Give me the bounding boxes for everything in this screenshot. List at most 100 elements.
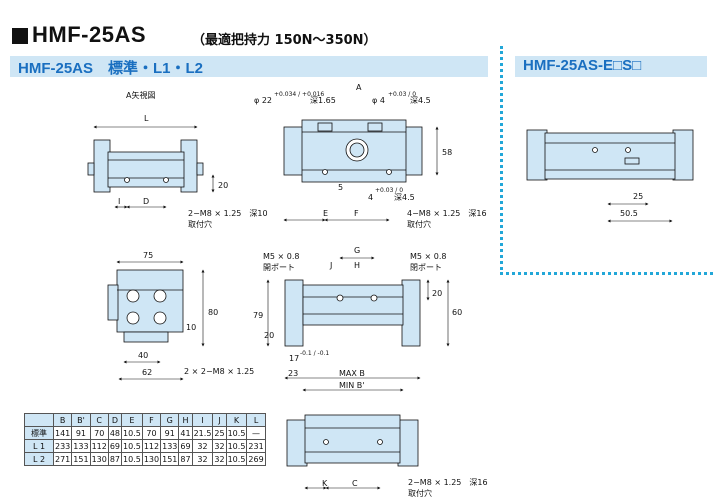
table-header-cell: C (89, 413, 109, 427)
page-title: HMF-25AS (32, 22, 147, 47)
dim-k: K (322, 479, 328, 488)
table-header-cell: F (141, 413, 162, 427)
table-header-cell: B' (71, 413, 91, 427)
dim-4-depth: 深4.5 (394, 193, 415, 202)
table-header-cell: J (212, 413, 227, 427)
table-cell: 10.5 (121, 452, 143, 466)
section-label-standard: HMF-25AS 標準・L1・L2 (18, 60, 204, 77)
dim-25: 25 (633, 192, 643, 201)
dim-a: A (356, 83, 362, 92)
dim-4: 4 (368, 193, 373, 202)
table-cell: 269 (246, 452, 266, 466)
table-cell: 91 (160, 426, 180, 440)
table-row-label: 標準 (24, 426, 54, 440)
table-cell: 32 (212, 452, 227, 466)
table-cell: 233 (52, 439, 73, 453)
table-cell: 112 (89, 439, 109, 453)
dim-23: 23 (288, 369, 298, 378)
dim-20b: 20 (432, 289, 442, 298)
dim-e: E (323, 209, 328, 218)
mount-hole-bottom: 取付穴 (408, 488, 432, 498)
phi22: φ 22 (254, 96, 272, 105)
dim-g: G (354, 246, 360, 255)
table-cell: 91 (71, 426, 91, 440)
m8-depth16a: 4−M8 × 1.25 深16 (407, 209, 487, 218)
dim-58: 58 (442, 148, 452, 157)
view-a-label: A矢視図 (126, 90, 155, 100)
section-band-standard: HMF-25AS 標準・L1・L2 (10, 56, 488, 77)
dim-d: D (143, 197, 149, 206)
table-cell: 271 (52, 452, 73, 466)
m5-left: M5 × 0.8 (263, 252, 300, 261)
dim-10: 10 (186, 323, 196, 332)
dim-c: C (352, 479, 358, 488)
table-header-cell: I (191, 413, 214, 427)
max-b: MAX B (339, 369, 365, 378)
table-row: L 2 271 151 130 87 10.5 130 151 87 32 32… (24, 452, 266, 466)
table-cell: 70 (89, 426, 109, 440)
dimension-table: B B' C D E F G H I J K L 標準 141 91 70 48… (24, 413, 266, 466)
table-cell: 21.5 (191, 426, 214, 440)
table-cell: 130 (141, 452, 162, 466)
table-cell: 32 (191, 439, 214, 453)
table-cell: 69 (107, 439, 123, 453)
table-header-cell: K (225, 413, 248, 427)
table-cell: 87 (107, 452, 123, 466)
view-a-drawing (87, 139, 204, 193)
dim-4-tol: +0.03 / 0 (375, 187, 403, 194)
dim-80: 80 (208, 308, 218, 317)
dim-20a: 20 (218, 181, 228, 190)
table-cell: 10.5 (121, 439, 143, 453)
table-cell: 231 (246, 439, 266, 453)
table-cell: 133 (71, 439, 91, 453)
dim-l: L (144, 114, 149, 123)
title-square-icon (12, 28, 28, 44)
dim-j: J (329, 261, 332, 270)
dim-17-tol: -0.1 / -0.1 (300, 350, 329, 357)
table-cell: 25 (212, 426, 227, 440)
table-row: L 1 233 133 112 69 10.5 112 133 69 32 32… (24, 439, 266, 453)
table-cell: 112 (141, 439, 162, 453)
dim-5: 5 (338, 183, 343, 192)
dim-i: I (118, 197, 120, 206)
table-header-cell: B (52, 413, 73, 427)
dim-75: 75 (143, 251, 153, 260)
table-cell: 151 (71, 452, 91, 466)
page-subtitle: （最適把持力 150N～350N） (192, 33, 377, 48)
table-cell: 41 (178, 426, 193, 440)
option-frame (500, 46, 713, 275)
table-cell: 151 (160, 452, 180, 466)
min-b: MIN B' (339, 381, 364, 390)
table-header-cell: E (121, 413, 143, 427)
m8-depth16b: 2−M8 × 1.25 深16 (408, 478, 488, 487)
phi22-tol: +0.034 / +0.016 (274, 91, 324, 98)
phi4: φ 4 (372, 96, 385, 105)
table-cell: — (246, 426, 266, 440)
table-header-cell: H (178, 413, 193, 427)
port-left: 開ポート (263, 263, 295, 272)
table-cell: 48 (107, 426, 123, 440)
side-view-drawing (284, 279, 421, 347)
dim-79: 79 (253, 311, 263, 320)
top-view-drawing (283, 119, 423, 183)
table-cell: 141 (52, 426, 73, 440)
m8-front: 2 × 2−M8 × 1.25 (184, 367, 254, 376)
table-cell: 87 (178, 452, 193, 466)
table-header-cell: L (246, 413, 266, 427)
dim-40: 40 (138, 351, 148, 360)
table-cell: 70 (141, 426, 162, 440)
table-row-label: L 2 (24, 452, 54, 466)
dim-f: F (354, 209, 359, 218)
table-header-cell: G (160, 413, 180, 427)
section-label-option: HMF-25AS-E□S□ (523, 57, 642, 74)
front-view-drawing (107, 269, 184, 343)
table-row-label: L 1 (24, 439, 54, 453)
table-cell: 10.5 (225, 426, 248, 440)
dim-62: 62 (142, 368, 152, 377)
table-cell: 130 (89, 452, 109, 466)
table-cell: 10.5 (225, 439, 248, 453)
table-cell: 10.5 (225, 452, 248, 466)
phi22-depth: 深1.65 (310, 96, 336, 105)
section-band-option: HMF-25AS-E□S□ (515, 56, 707, 77)
mount-hole-top: 取付穴 (407, 219, 431, 229)
